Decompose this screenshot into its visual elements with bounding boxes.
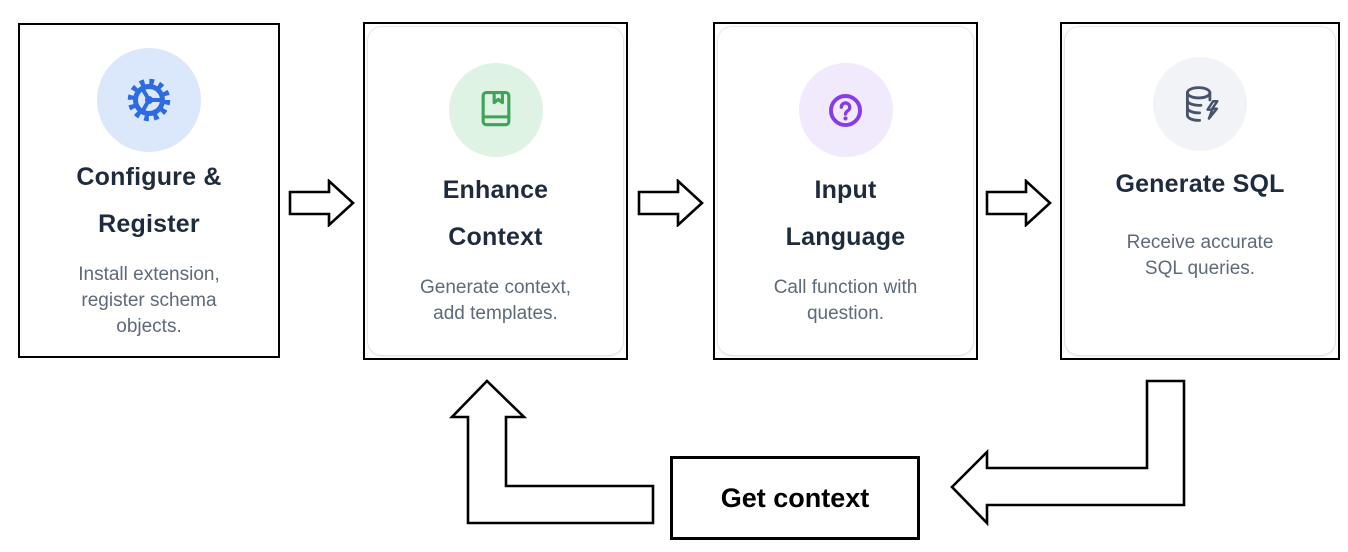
question-circle-icon	[798, 63, 893, 157]
card-description: Receive accurate SQL queries.	[1126, 232, 1274, 279]
loop-arrow-up	[448, 379, 655, 525]
card-configure-register: Configure & Register Install extension, …	[18, 23, 280, 358]
card-title: Input Language	[785, 176, 906, 251]
card-description: Generate context, add templates.	[419, 277, 572, 324]
flow-arrow-right-1	[288, 179, 355, 227]
loop-arrow-left	[950, 379, 1186, 527]
card-description: Install extension, register schema objec…	[78, 264, 220, 337]
database-bolt-icon	[1153, 57, 1247, 151]
card-title: Generate SQL	[1115, 170, 1285, 198]
card-generate-sql: Generate SQL Receive accurate SQL querie…	[1060, 22, 1340, 360]
gear-icon	[97, 48, 201, 152]
flow-arrow-right-3	[985, 179, 1052, 227]
card-description: Call function with question.	[773, 277, 918, 324]
flow-arrow-right-2	[637, 179, 704, 227]
card-title: Configure & Register	[76, 163, 222, 238]
card-enhance-context: Enhance Context Generate context, add te…	[363, 22, 628, 360]
card-title: Enhance Context	[442, 176, 549, 251]
card-input-language: Input Language Call function with questi…	[713, 22, 978, 360]
book-bookmark-icon	[448, 63, 543, 157]
get-context-label: Get context	[670, 456, 920, 540]
